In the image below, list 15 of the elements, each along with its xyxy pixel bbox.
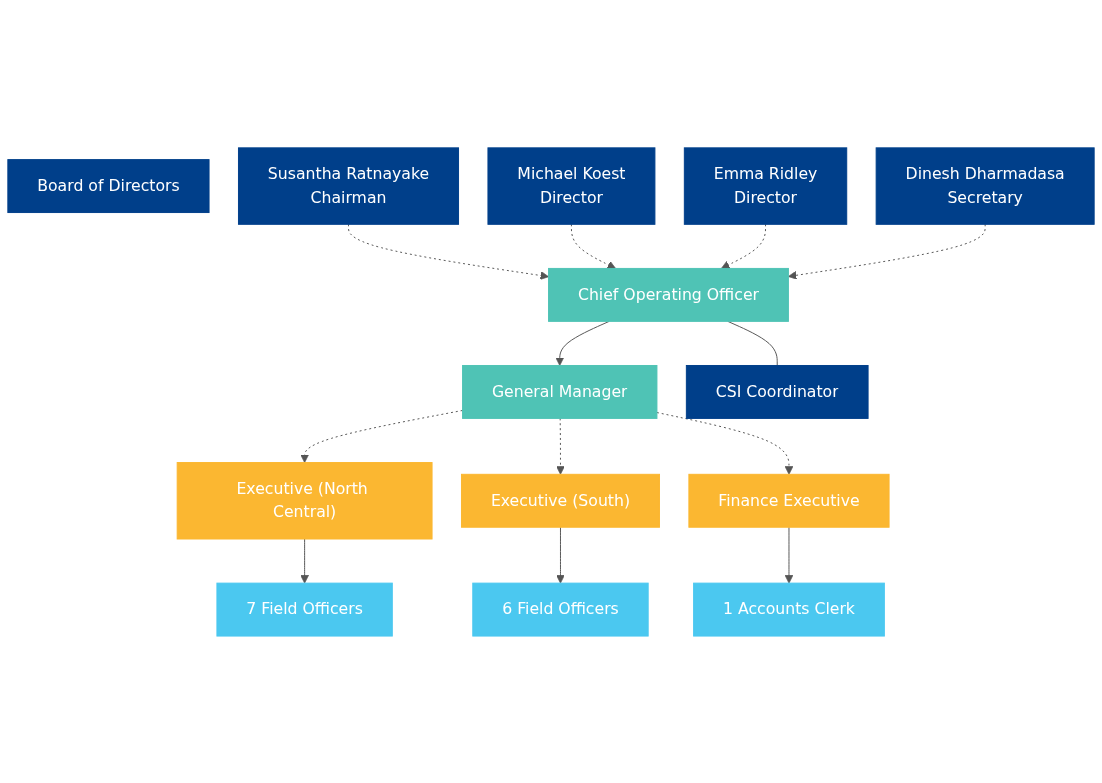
node-box: General Manager: [462, 364, 658, 419]
node-box: Dinesh Dharmadasa Secretary: [875, 146, 1095, 225]
connector: [727, 320, 778, 366]
node-box: 7 Field Officers: [216, 582, 393, 637]
node-box: Emma Ridley Director: [683, 146, 848, 225]
node-box: Chief Operating Officer: [548, 267, 789, 322]
node-box: 1 Accounts Clerk: [693, 582, 885, 637]
node-box: CSI Coordinator: [685, 364, 869, 419]
node-box: Susantha Ratnayake Chairman: [237, 146, 460, 225]
node-box: Executive (South): [461, 473, 660, 528]
node-box: 6 Field Officers: [472, 582, 649, 637]
node-box: Michael Koest Director: [487, 146, 656, 225]
node-box: Board of Directors: [7, 158, 210, 213]
node-box: Executive (North Central): [176, 461, 433, 540]
node-box: Finance Executive: [688, 473, 890, 528]
